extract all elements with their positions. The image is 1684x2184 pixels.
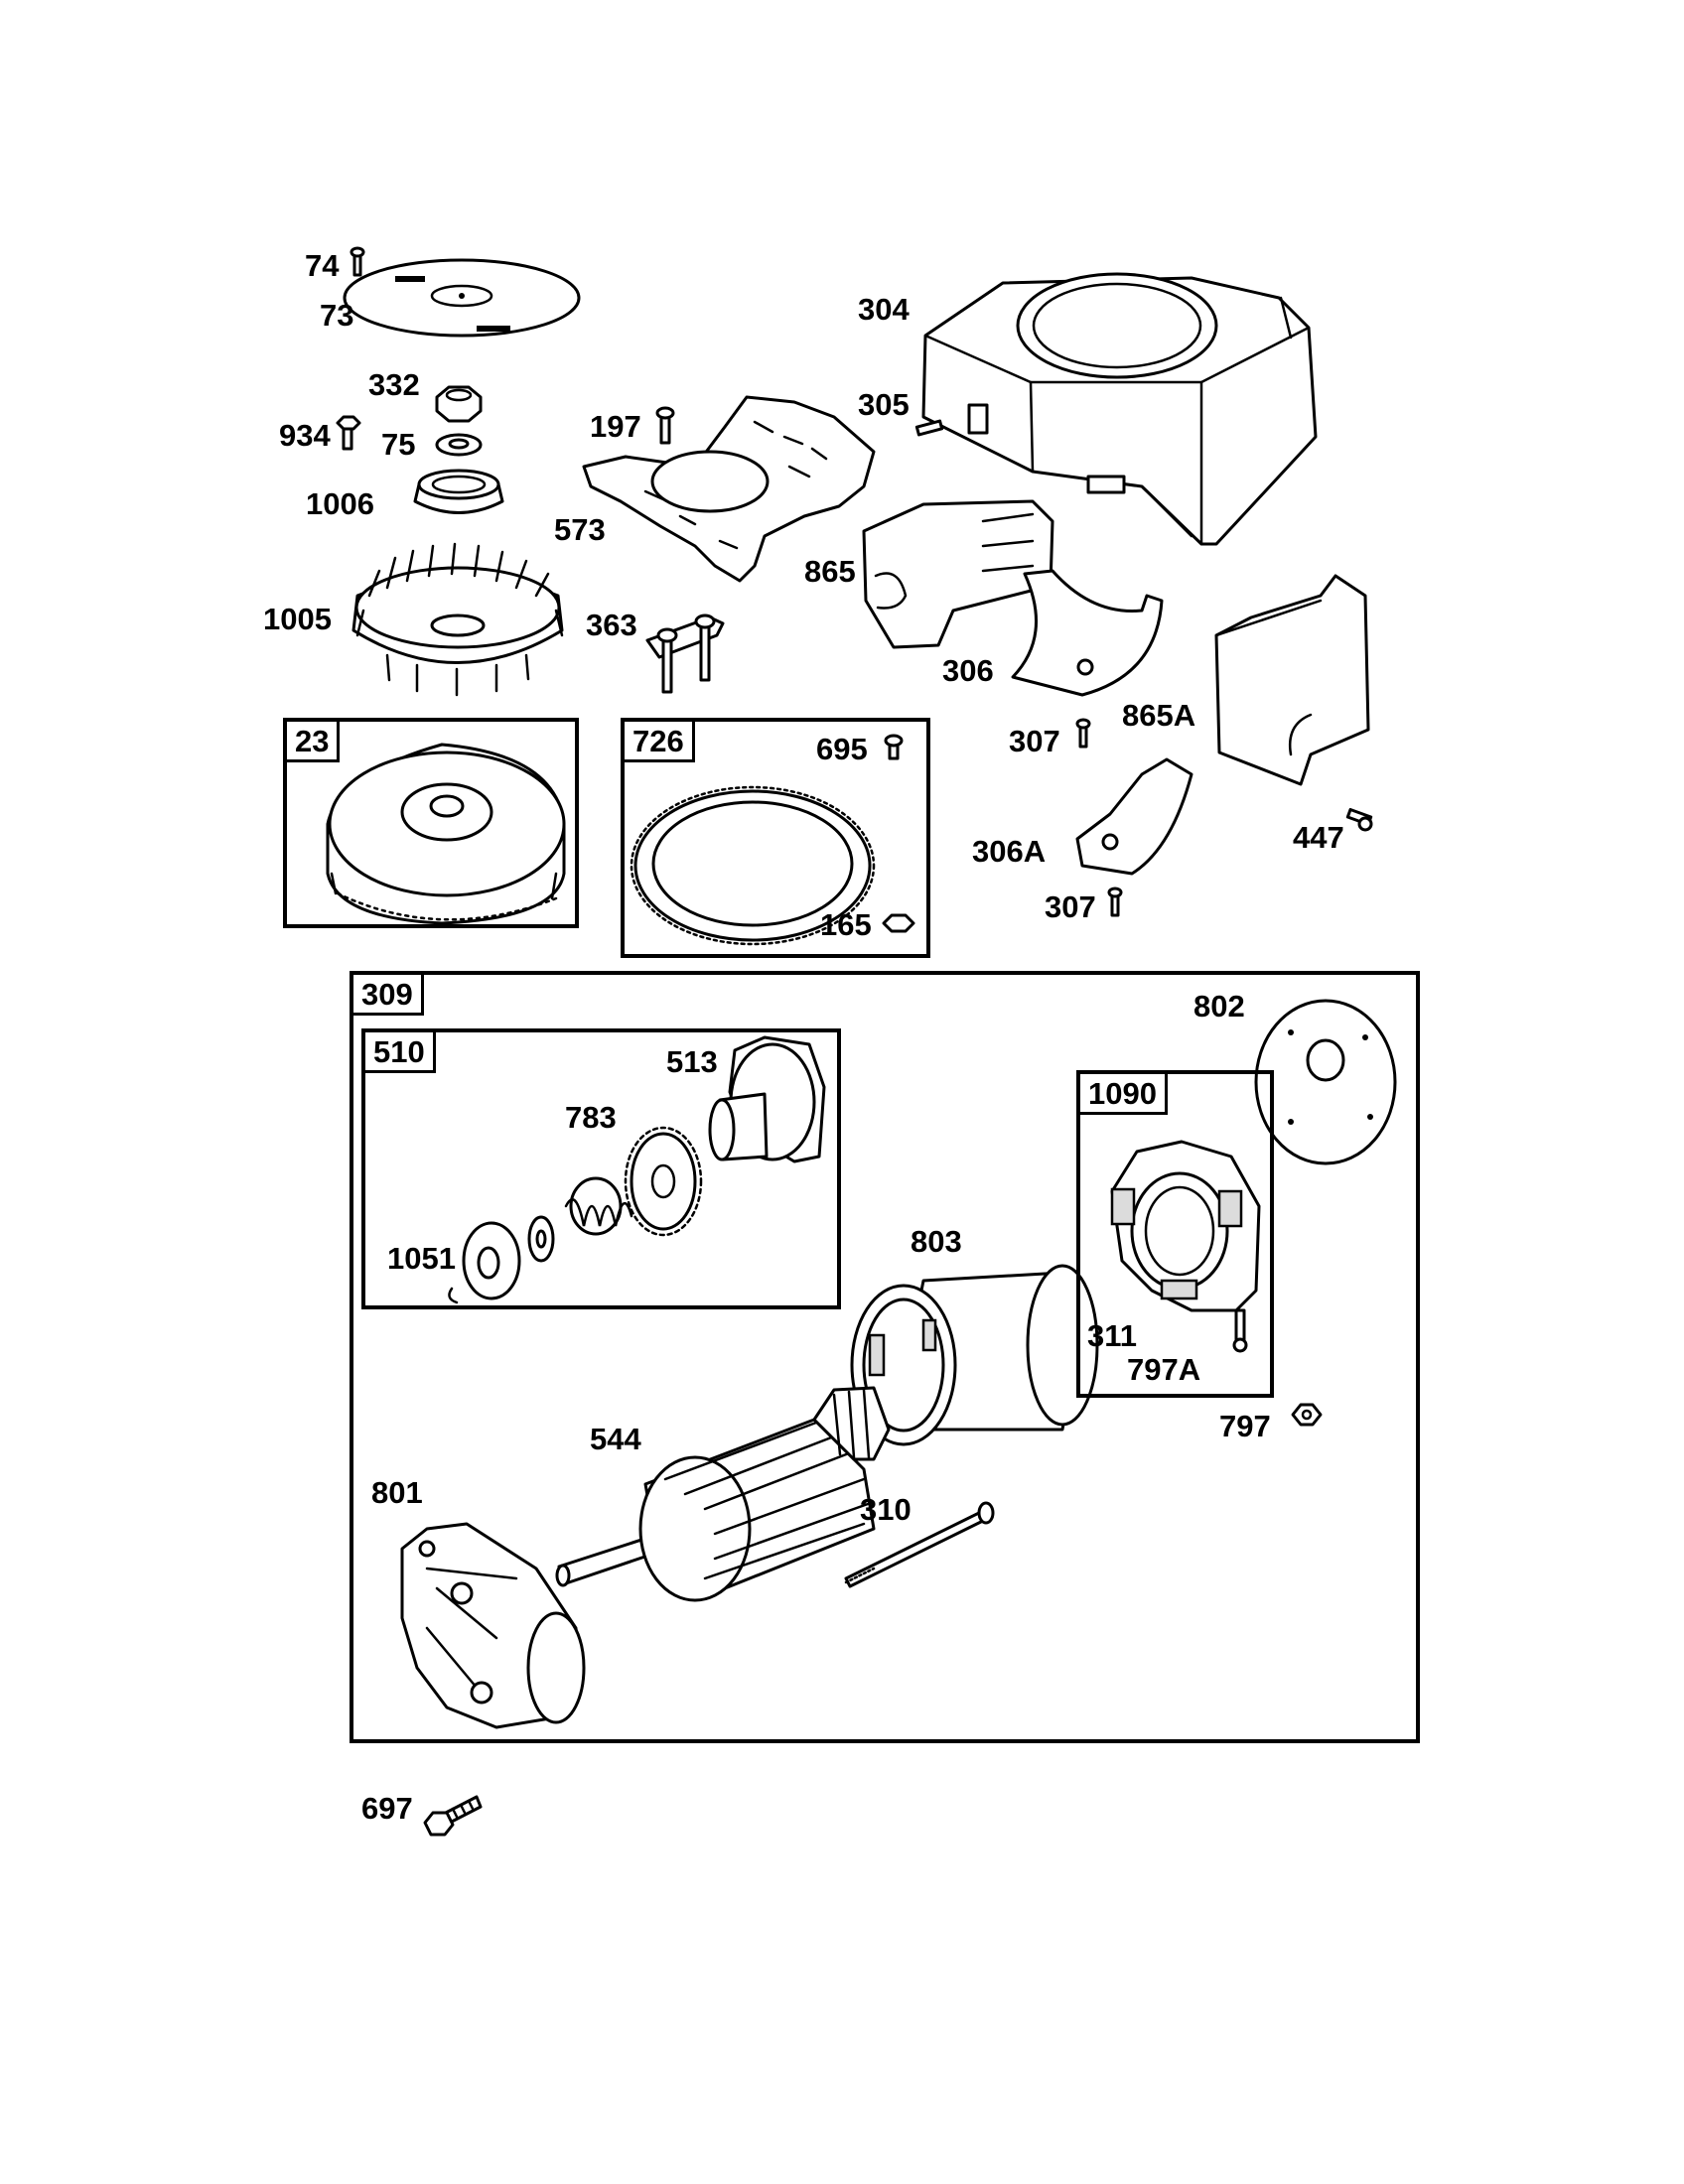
fan-1005 bbox=[351, 542, 564, 697]
spring bbox=[564, 1176, 633, 1236]
label-363: 363 bbox=[586, 608, 637, 642]
label-544: 544 bbox=[590, 1422, 641, 1456]
box-label-23: 23 bbox=[287, 722, 341, 762]
label-934: 934 bbox=[279, 418, 331, 453]
drive-end-801 bbox=[400, 1522, 586, 1729]
shield-306A bbox=[1075, 757, 1193, 876]
label-1006: 1006 bbox=[306, 486, 374, 521]
bracket-363 bbox=[645, 614, 725, 694]
label-1051: 1051 bbox=[387, 1241, 456, 1276]
label-165: 165 bbox=[820, 907, 872, 942]
label-797: 797 bbox=[1219, 1409, 1271, 1443]
cup-1006 bbox=[413, 469, 504, 514]
screw-307-top bbox=[1075, 718, 1091, 749]
label-306A: 306A bbox=[972, 834, 1047, 869]
label-803: 803 bbox=[911, 1224, 962, 1259]
ring-gear-726 bbox=[630, 785, 876, 946]
label-73: 73 bbox=[320, 298, 354, 333]
label-797A: 797A bbox=[1127, 1352, 1201, 1387]
nut-797 bbox=[1291, 1403, 1323, 1427]
group-box-510: 510 bbox=[361, 1028, 841, 1309]
label-74: 74 bbox=[305, 248, 340, 283]
brush-holder-1090 bbox=[1110, 1140, 1261, 1353]
group-box-1090: 1090 bbox=[1076, 1070, 1274, 1398]
label-197: 197 bbox=[590, 409, 641, 444]
label-801: 801 bbox=[371, 1475, 423, 1510]
label-75: 75 bbox=[381, 427, 416, 462]
group-box-726: 726 bbox=[621, 718, 930, 958]
label-802: 802 bbox=[1193, 989, 1245, 1024]
plate-73 bbox=[343, 258, 581, 338]
screw-447 bbox=[1345, 807, 1373, 832]
label-447: 447 bbox=[1293, 820, 1344, 855]
bolt-310 bbox=[844, 1501, 995, 1588]
screw-934 bbox=[336, 415, 361, 451]
screw-74 bbox=[350, 246, 365, 277]
washer-75 bbox=[435, 433, 483, 457]
label-311: 311 bbox=[1087, 1318, 1138, 1353]
screw-197 bbox=[655, 406, 675, 445]
label-305: 305 bbox=[858, 387, 910, 422]
screw-307-bottom bbox=[1107, 887, 1123, 917]
baffle-573 bbox=[582, 395, 876, 583]
label-697: 697 bbox=[361, 1791, 413, 1826]
box-label-309: 309 bbox=[353, 975, 424, 1016]
label-573: 573 bbox=[554, 512, 606, 547]
armature-544 bbox=[555, 1386, 891, 1602]
label-307-bottom: 307 bbox=[1045, 889, 1096, 924]
shroud-304 bbox=[921, 272, 1318, 546]
nut-332 bbox=[435, 385, 483, 423]
label-1005: 1005 bbox=[263, 602, 332, 636]
group-box-23: 23 bbox=[283, 718, 579, 928]
label-332: 332 bbox=[368, 367, 420, 402]
label-513: 513 bbox=[666, 1044, 718, 1079]
bracket-865 bbox=[862, 499, 1054, 649]
screw-305 bbox=[914, 419, 944, 437]
label-865: 865 bbox=[804, 554, 856, 589]
label-310: 310 bbox=[860, 1492, 912, 1527]
group-box-309: 309 bbox=[350, 971, 1420, 1743]
label-307-top: 307 bbox=[1009, 724, 1060, 758]
pinion-783 bbox=[624, 1126, 703, 1237]
washer-510 bbox=[527, 1215, 555, 1263]
label-783: 783 bbox=[565, 1100, 617, 1135]
label-865A: 865A bbox=[1122, 698, 1196, 733]
screw-695 bbox=[884, 734, 904, 760]
label-304: 304 bbox=[858, 292, 910, 327]
nut-165 bbox=[882, 913, 915, 933]
housing-513 bbox=[708, 1035, 826, 1163]
bolt-697 bbox=[423, 1795, 483, 1837]
bracket-865A bbox=[1214, 574, 1370, 786]
box-label-1090: 1090 bbox=[1080, 1074, 1168, 1115]
flywheel-23 bbox=[326, 743, 566, 925]
collar-1051 bbox=[448, 1221, 521, 1304]
label-306: 306 bbox=[942, 653, 994, 688]
label-695: 695 bbox=[816, 732, 868, 766]
box-label-510: 510 bbox=[365, 1032, 436, 1073]
end-plate-802 bbox=[1254, 999, 1397, 1165]
box-label-726: 726 bbox=[625, 722, 695, 762]
shield-306 bbox=[1011, 569, 1164, 697]
